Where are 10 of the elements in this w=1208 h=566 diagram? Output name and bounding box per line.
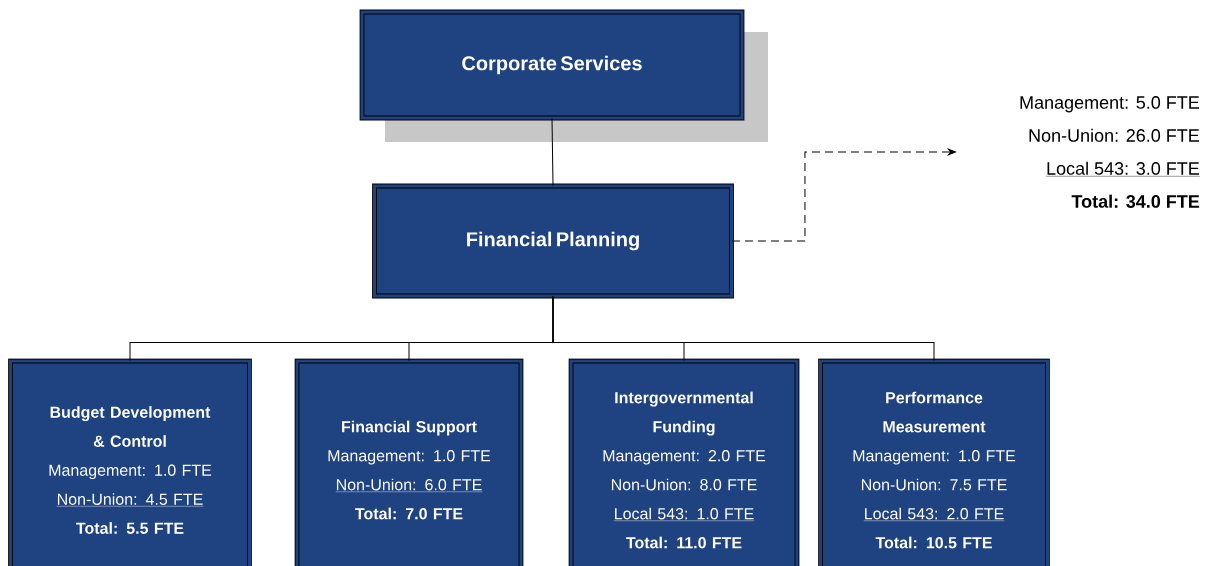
connector [731,148,956,242]
connector [551,117,554,187]
staff-summary: Management: 5.0 FTE Non-Union: 26.0 FTE Local 543: 3.0 FTE Total: 34.0 FTE [1020,96,1200,208]
unit-box: Financial Support Management: 1.0 FTE Non-Union: 6.0 FTE Total: 7.0 FTE [294,358,524,566]
unit-box: Performance Measurement Management: 1.0 FTE Non-Union: 7.5 FTE Local 543: 2.0 FTE Total: 10.5 FTE [818,358,1050,566]
unit-box: Budget Development & Control Management: 1.0 FTE Non-Union: 4.5 FTE Total: 5.5 FTE [8,358,252,566]
unit-box: Intergovernmental Funding Management: 2.0 FTE Non-Union: 8.0 FTE Local 543: 1.0 FTE Total: 11.0 FTE [568,358,800,566]
unit-box: Corporate Services [359,9,768,142]
unit-box: Financial Planning [372,183,734,299]
connector [552,295,935,362]
